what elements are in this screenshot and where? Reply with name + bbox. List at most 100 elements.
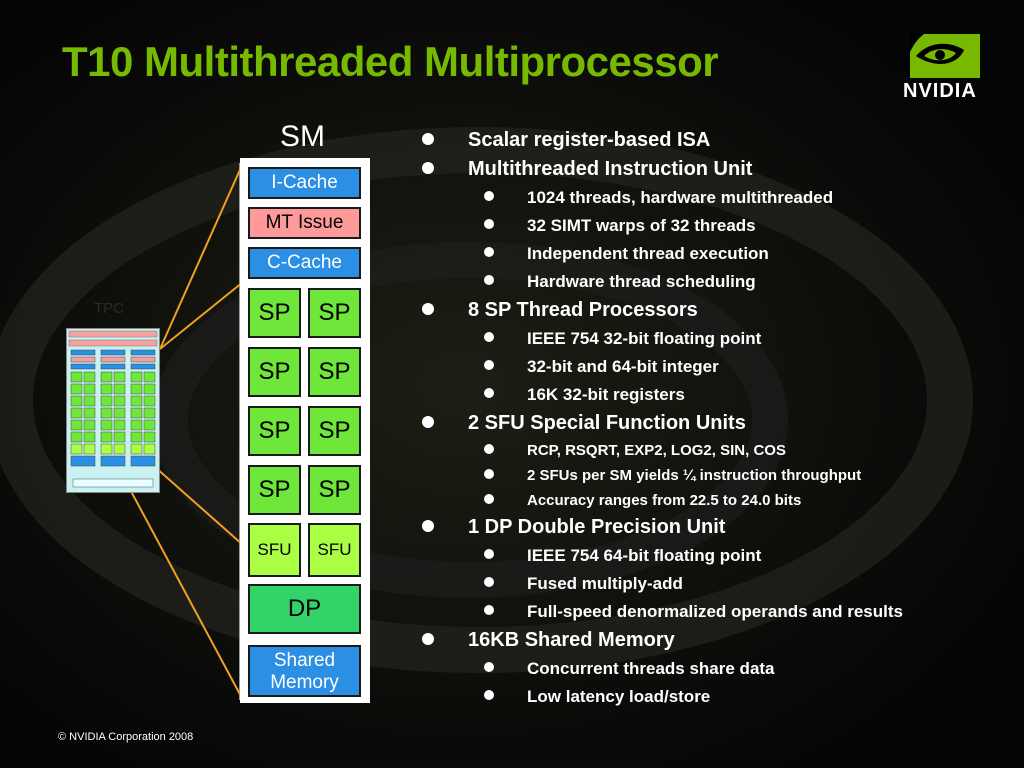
sub-bullet-item: 16K 32-bit registers: [420, 381, 1010, 409]
sub-bullet-dot-icon: [484, 443, 494, 454]
sub-bullet-text: RCP, RSQRT, EXP2, LOG2, SIN, COS: [527, 442, 786, 459]
bullet-dot-icon: [422, 161, 434, 174]
ccache-block: C-Cache: [248, 247, 361, 279]
tpc-sp-cell: [143, 371, 156, 383]
tpc-sp-cell: [143, 407, 156, 419]
tpc-sp-cell: [70, 395, 83, 407]
sub-bullet-dot-icon: [484, 275, 494, 285]
tpc-cache-cell: [130, 363, 156, 370]
tpc-sp-cell: [100, 407, 113, 419]
sub-bullet-item: Accuracy ranges from 22.5 to 24.0 bits: [420, 488, 1010, 513]
sub-bullet-item: Low latency load/store: [420, 683, 1010, 711]
sub-bullet-text: Independent thread execution: [527, 244, 769, 263]
bullet-dot-icon: [422, 302, 434, 315]
bullet-dot-icon: [422, 519, 434, 532]
tpc-sp-cell: [100, 419, 113, 431]
sub-bullet-dot-icon: [484, 605, 494, 615]
tpc-sp-cell: [130, 407, 143, 419]
shared-memory-line: Memory: [270, 672, 339, 693]
bullet-item: Scalar register-based ISA: [420, 126, 1010, 155]
tpc-cache-cell: [70, 349, 96, 356]
tpc-sp-cell: [100, 383, 113, 395]
sp-block: SP: [248, 406, 301, 456]
sub-bullet-text: Low latency load/store: [527, 687, 711, 706]
dp-block: DP: [248, 584, 361, 634]
bullet-item: 2 SFU Special Function Units: [420, 409, 1010, 438]
sub-bullet-item: IEEE 754 32-bit floating point: [420, 325, 1010, 353]
sp-block: SP: [308, 288, 361, 338]
sub-bullet-dot-icon: [484, 549, 494, 559]
sp-block: SP: [308, 465, 361, 515]
tpc-sp-cell: [83, 395, 96, 407]
bullet-dot-icon: [422, 415, 434, 428]
tpc-sp-cell: [113, 431, 126, 443]
sub-bullet-dot-icon: [484, 662, 494, 672]
sub-bullet-dot-icon: [484, 690, 494, 700]
tpc-cache-cell: [100, 363, 126, 370]
sub-bullet-text: Full-speed denormalized operands and res…: [527, 602, 903, 621]
tpc-sp-cell: [113, 395, 126, 407]
tpc-sp-cell: [143, 419, 156, 431]
sub-bullet-dot-icon: [484, 577, 494, 587]
tpc-sp-cell: [83, 407, 96, 419]
tpc-sp-cell: [130, 419, 143, 431]
bullet-item: 16KB Shared Memory: [420, 626, 1010, 655]
copyright-footer: © NVIDIA Corporation 2008: [58, 731, 194, 743]
sub-bullet-item: 32-bit and 64-bit integer: [420, 353, 1010, 381]
sub-bullet-item: RCP, RSQRT, EXP2, LOG2, SIN, COS: [420, 438, 1010, 463]
sub-bullet-dot-icon: [484, 191, 494, 201]
tpc-sp-cell: [70, 383, 83, 395]
sub-bullet-item: 32 SIMT warps of 32 threads: [420, 212, 1010, 240]
bullet-list: Scalar register-based ISA Multithreaded I…: [420, 126, 1010, 711]
bullet-text: 2 SFU Special Function Units: [468, 412, 746, 434]
tpc-sp-cell: [113, 419, 126, 431]
sp-block: SP: [248, 465, 301, 515]
sub-bullet-item: 1024 threads, hardware multithreaded: [420, 184, 1010, 212]
tpc-sp-cell: [130, 371, 143, 383]
tpc-shared-memory-cell: [70, 455, 96, 467]
sub-bullet-text: Hardware thread scheduling: [527, 272, 756, 291]
tpc-issue-cell: [70, 356, 96, 363]
tpc-sp-cell: [143, 395, 156, 407]
sub-bullet-text: 2 SFUs per SM yields ¼ instruction throu…: [527, 467, 862, 484]
tpc-sp-cell: [70, 407, 83, 419]
tpc-sp-cell: [83, 371, 96, 383]
sp-block: SP: [248, 347, 301, 397]
slide-title: T10 Multithreaded Multiprocessor: [62, 38, 719, 85]
sub-bullet-text: IEEE 754 32-bit floating point: [527, 329, 762, 348]
tpc-label: TPC: [94, 300, 124, 317]
tpc-sp-cell: [70, 371, 83, 383]
tpc-cache-cell: [100, 349, 126, 356]
sub-bullet-text: 16K 32-bit registers: [527, 385, 685, 404]
tpc-sfu-cell: [83, 443, 96, 455]
bullet-text: Multithreaded Instruction Unit: [468, 158, 753, 180]
tpc-sp-cell: [100, 371, 113, 383]
tpc-sfu-cell: [143, 443, 156, 455]
tpc-sp-cell: [100, 431, 113, 443]
sub-bullet-dot-icon: [484, 247, 494, 257]
bullet-text: 8 SP Thread Processors: [468, 299, 698, 321]
sub-bullet-dot-icon: [484, 219, 494, 229]
shared-memory-block: Shared Memory: [248, 645, 361, 697]
tpc-sp-cell: [130, 431, 143, 443]
tpc-sfu-cell: [70, 443, 83, 455]
tpc-sp-cell: [143, 383, 156, 395]
tpc-sp-cell: [143, 431, 156, 443]
shared-memory-line: Shared: [273, 650, 336, 671]
sub-bullet-item: Full-speed denormalized operands and res…: [420, 598, 1010, 626]
sub-bullet-dot-icon: [484, 332, 494, 342]
tpc-sp-cell: [83, 383, 96, 395]
sub-bullet-dot-icon: [484, 493, 494, 504]
bullet-text: 1 DP Double Precision Unit: [468, 516, 726, 538]
tpc-sp-cell: [70, 431, 83, 443]
sub-bullet-text: 32 SIMT warps of 32 threads: [527, 216, 756, 235]
bullet-item: Multithreaded Instruction Unit: [420, 155, 1010, 184]
sub-bullet-text: IEEE 754 64-bit floating point: [527, 546, 762, 565]
tpc-sp-cell: [130, 395, 143, 407]
sub-bullet-text: 32-bit and 64-bit integer: [527, 357, 719, 376]
tpc-thumbnail: [66, 328, 160, 493]
tpc-shared-memory-cell: [130, 455, 156, 467]
mt-issue-block: MT Issue: [248, 207, 361, 239]
tpc-thumbnail-drawing: [68, 330, 158, 488]
